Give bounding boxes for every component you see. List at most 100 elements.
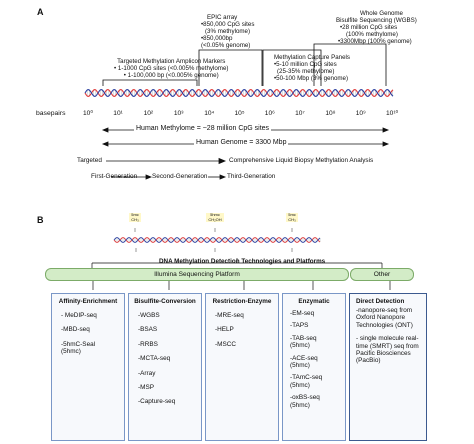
category-title: Bisulfite-Conversion <box>134 298 196 305</box>
mod-5mc-2-label: 5mc CH₃ <box>288 212 296 222</box>
genome-arrow-right-head <box>382 141 390 147</box>
capture-panels-title: Methylation Capture Panels <box>274 54 351 61</box>
method-item: -WGBS <box>138 312 160 319</box>
panel-b-label: B <box>37 215 44 225</box>
method-item: -oxBS-seq (5hmc) <box>290 394 320 409</box>
basepair-tick-label: 10⁰ <box>83 110 93 117</box>
category-title: Affinity-Enrichment <box>58 298 118 305</box>
epic-array-bp: •850,000bp <box>201 35 233 42</box>
second-generation-label: Second-Generation <box>152 173 208 180</box>
method-item: -MBD-seq <box>61 326 90 334</box>
helix-strand-blue <box>84 89 394 97</box>
method-item: -nanopore-seq from Oxford Nanopore Techn… <box>356 307 413 329</box>
wgbs-title: Whole Genome <box>360 10 403 17</box>
epic-array-title: EPIC array <box>207 14 238 21</box>
capture-panels-bp: •50-100 Mbp (3% genome) <box>274 75 349 82</box>
mod-5hmc-label: 5hmc CH₂OH <box>208 212 222 222</box>
basepair-tick-label: 10³ <box>173 110 184 117</box>
wgbs-annotation: Whole Genome Bisulfite Sequencing (WGBS)… <box>336 10 417 45</box>
method-item: - MeDIP-seq <box>61 312 97 319</box>
targeted-label: Targeted <box>77 157 102 164</box>
panel-a-graphics <box>84 43 394 180</box>
category-direct-detection: Direct Detection -nanopore-seq from Oxfo… <box>349 293 427 441</box>
dna-helix-b <box>113 228 321 252</box>
method-item: -TAB-seq (5hmc) <box>290 334 317 350</box>
basepair-tick-label: 10⁵ <box>234 110 245 117</box>
method-item: -MSCC <box>215 340 236 348</box>
third-generation-label: Third-Generation <box>227 173 276 180</box>
basepair-tick-label: 10⁹ <box>355 110 366 117</box>
wgbs-cpg: •28 million CpG sites <box>340 24 398 31</box>
human-genome-label: Human Genome = 3300 Mbp <box>194 139 289 146</box>
methylome-arrow-left-head <box>101 127 109 133</box>
method-item: -MRE-seq <box>215 312 244 319</box>
panel-a-label: A <box>37 7 44 17</box>
method-item: -MCTA-seq <box>138 355 171 363</box>
illumina-platform-label: Illumina Sequencing Platform <box>154 271 240 278</box>
illumina-platform-bar: Illumina Sequencing Platform <box>45 268 349 281</box>
category-affinity-enrichment: Affinity-Enrichment - MeDIP-seq -MBD-seq… <box>51 293 125 441</box>
helix-strand-blue <box>113 237 321 243</box>
capture-panels-annotation: Methylation Capture Panels •5-10 million… <box>274 54 350 82</box>
targeted-arrow-head <box>218 157 227 165</box>
basepair-tick-label: 10⁸ <box>325 110 336 117</box>
category-connectors <box>92 280 391 290</box>
method-item: -Capture-seq <box>138 398 176 406</box>
other-platform-bar: Other <box>350 268 414 281</box>
epic-array-cpg: •850,000 CpG sites <box>201 21 255 28</box>
helix-strand-red <box>113 237 321 243</box>
method-item: -RRBS <box>138 340 158 348</box>
method-item: -TAPS <box>290 322 309 330</box>
liquid-biopsy-label: Comprehensive Liquid Biopsy Methylation … <box>229 157 374 164</box>
category-restriction-enzyme: Restriction-Enzyme -MRE-seq -HELP -MSCC <box>205 293 279 441</box>
mod-5mc-1-label: 5mc CH₃ <box>131 212 139 222</box>
genome-arrow-left-head <box>101 141 109 147</box>
targeted-markers-bp: • 1-100,000 bp (<0.005% genome) <box>123 72 219 79</box>
epic-array-annotation: EPIC array •850,000 CpG sites (3% methyl… <box>201 14 254 49</box>
category-title: Enzymatic <box>298 298 330 305</box>
capture-panels-methylome: (25-35% methylome) <box>277 68 335 75</box>
dna-helix-a <box>84 89 394 97</box>
epic-array-genome: (<0.05% genome) <box>201 42 251 49</box>
basepair-tick-label: 10⁶ <box>264 110 275 117</box>
method-item: -Array <box>138 369 156 377</box>
basepair-tick-label: 10⁴ <box>204 110 215 117</box>
capture-panels-cpg: •5-10 million CpG sites <box>274 61 337 68</box>
wgbs-genome: •3300Mbp (100% genome) <box>338 38 412 45</box>
category-title: Restriction-Enzyme <box>212 298 272 305</box>
first-generation-label: First-Generation <box>91 173 138 180</box>
wgbs-subtitle: Bisulfite Sequencing (WGBS) <box>336 17 417 24</box>
platforms-header: DNA Methylation Detection Technologies a… <box>159 258 326 265</box>
helix-strand-red <box>84 89 394 97</box>
gen1-arrow-head <box>145 174 153 180</box>
basepair-tick-label: 10² <box>143 110 154 117</box>
targeted-markers-bracket <box>102 79 198 86</box>
epic-array-bracket <box>198 49 263 86</box>
mod-5hmc: 5hmc CH₂OH <box>206 212 224 222</box>
method-item: -BSAS <box>138 326 158 334</box>
method-item: -MSP <box>138 384 154 392</box>
capture-panels-bracket <box>262 49 322 86</box>
scale-arrows <box>101 127 390 180</box>
mod-5mc-2: 5mc CH₃ <box>286 212 298 222</box>
method-item: -HELP <box>215 326 234 334</box>
panel-b-graphics <box>91 228 391 290</box>
basepair-tick-label: 10¹ <box>113 110 123 117</box>
basepair-tick-label: 10¹⁰ <box>386 110 399 117</box>
method-item: -ACE-seq (5hmc) <box>290 354 318 370</box>
mod-5mc-1: 5mc CH₃ <box>129 212 141 222</box>
category-title: Direct Detection <box>356 298 405 305</box>
human-methylome-label: Human Methylome = ~28 million CpG sites <box>134 125 272 132</box>
marker-brackets <box>102 43 387 86</box>
platform-tree <box>91 258 383 268</box>
targeted-markers-title: Targeted Methylation Amplicon Markers <box>117 58 226 65</box>
methylome-arrow-right-head <box>382 127 390 133</box>
wgbs-bracket <box>313 43 387 86</box>
method-item: -5hmC-Seal (5hmc) <box>61 340 96 356</box>
gen2-arrow-head <box>219 174 227 180</box>
basepairs-label: basepairs <box>36 110 66 117</box>
targeted-markers-annotation: Targeted Methylation Amplicon Markers • … <box>114 58 228 79</box>
other-platform-label: Other <box>373 271 391 278</box>
method-item: -TAmC-seq (5hmc) <box>290 374 323 389</box>
wgbs-methylome: (100% methylome) <box>346 31 398 38</box>
